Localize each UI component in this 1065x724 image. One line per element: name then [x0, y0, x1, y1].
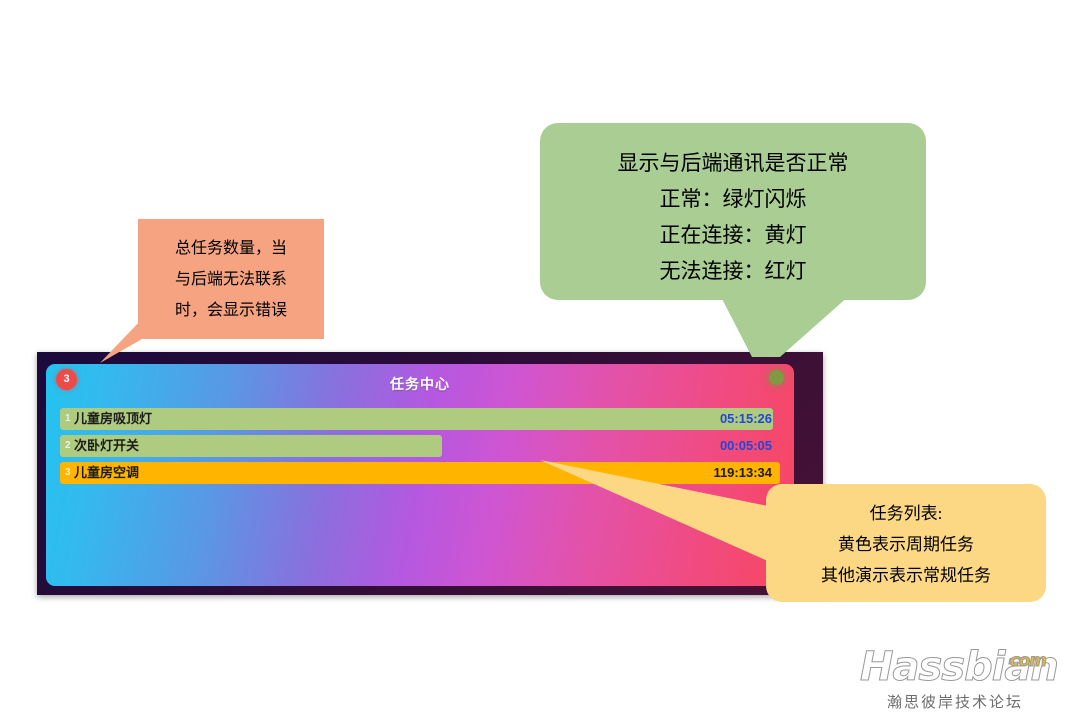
callout-line: 正在连接：黄灯 — [659, 223, 807, 247]
watermark-subtitle: 瀚思彼岸技术论坛 — [886, 693, 1023, 711]
task-name: 儿童房空调 — [74, 465, 140, 480]
task-progress-bar — [60, 435, 442, 457]
status-light-callout-tail — [720, 295, 850, 357]
callout-status-light-text: 显示与后端通讯是否正常 正常：绿灯闪烁 正在连接：黄灯 无法连接：红灯 — [540, 123, 926, 289]
callout-task-list: 任务列表: 黄色表示周期任务 其他演示表示常规任务 — [766, 484, 1046, 602]
task-count-badge[interactable]: 3 — [56, 369, 77, 390]
task-row[interactable]: 1 儿童房吸顶灯 05:15:26 — [60, 408, 780, 430]
task-name: 儿童房吸顶灯 — [74, 411, 153, 426]
callout-line: 无法连接：红灯 — [659, 259, 807, 283]
watermark-wordmark-text: Hassbian — [860, 644, 1060, 690]
connection-status-light-icon[interactable] — [769, 370, 784, 385]
task-name: 次卧灯开关 — [74, 438, 140, 453]
task-time-remaining: 119:13:34 — [713, 465, 772, 480]
callout-line: 总任务数量，当 — [174, 238, 287, 257]
watermark-tld: com — [1009, 651, 1048, 672]
task-index: 1 — [65, 413, 71, 424]
callout-total-tasks: 总任务数量，当 与后端无法联系 时，会显示错误 — [138, 219, 324, 339]
task-progress-bar — [60, 408, 773, 430]
task-time-remaining: 00:05:05 — [719, 438, 772, 453]
page-title: 任务中心 — [390, 376, 450, 392]
task-center-panel: 3 任务中心 1 儿童房吸顶灯 05:15:26 2 次卧灯开关 00:05:0… — [46, 364, 794, 586]
task-row[interactable]: 2 次卧灯开关 00:05:05 — [60, 435, 780, 457]
task-index: 2 — [65, 440, 71, 451]
callout-status-light: 显示与后端通讯是否正常 正常：绿灯闪烁 正在连接：黄灯 无法连接：红灯 — [540, 123, 926, 300]
task-time-remaining: 05:15:26 — [719, 411, 772, 426]
callout-total-tasks-text: 总任务数量，当 与后端无法联系 时，会显示错误 — [138, 219, 324, 325]
total-tasks-callout-tail — [100, 319, 142, 363]
callout-line: 其他演示表示常规任务 — [821, 566, 991, 585]
task-center-window: 3 任务中心 1 儿童房吸顶灯 05:15:26 2 次卧灯开关 00:05:0… — [37, 352, 823, 595]
callout-task-list-text: 任务列表: 黄色表示周期任务 其他演示表示常规任务 — [766, 484, 1046, 591]
callout-line: 任务列表: — [869, 504, 943, 523]
callout-line: 时，会显示错误 — [174, 300, 287, 319]
task-list-callout-tail — [540, 460, 788, 570]
watermark: Hassbian com 瀚思彼岸技术论坛 — [860, 645, 1060, 712]
callout-line: 与后端无法联系 — [174, 269, 287, 288]
watermark-wordmark: Hassbian com — [860, 645, 1060, 690]
callout-line: 正常：绿灯闪烁 — [659, 187, 807, 211]
callout-line: 黄色表示周期任务 — [838, 535, 974, 554]
task-list: 1 儿童房吸顶灯 05:15:26 2 次卧灯开关 00:05:05 3 儿童房… — [60, 408, 780, 489]
callout-line: 显示与后端通讯是否正常 — [617, 151, 849, 175]
task-index: 3 — [65, 467, 71, 478]
